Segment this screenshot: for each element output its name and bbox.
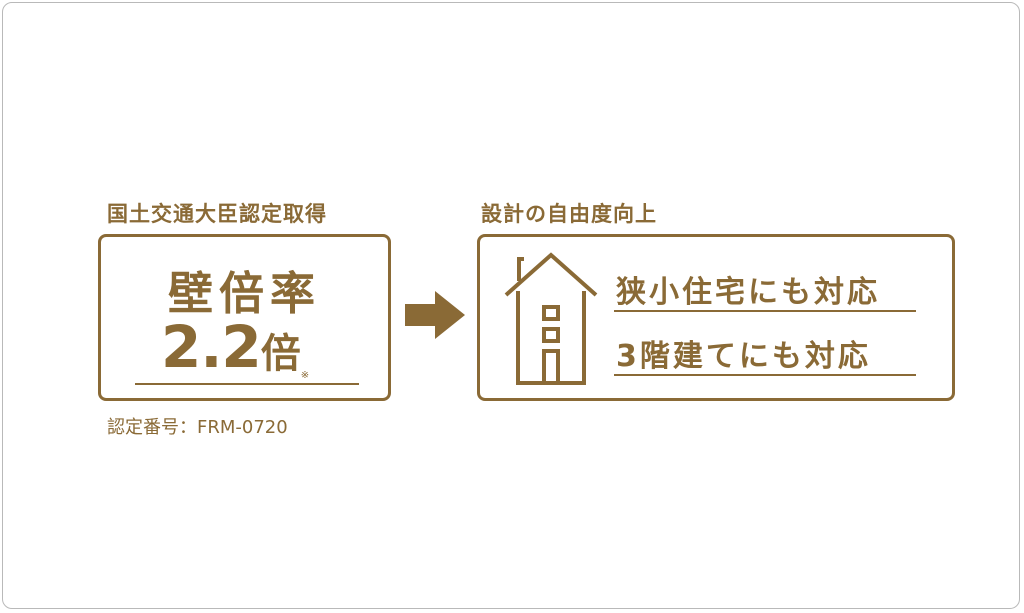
wall-ratio-label: 壁倍率 xyxy=(167,267,321,320)
three-story-house-icon xyxy=(504,252,598,385)
wall-ratio-underline xyxy=(135,383,359,385)
wall-ratio-value-group: 2.2倍※ xyxy=(161,313,309,381)
feature-three-story: 3階建てにも対応 xyxy=(616,339,871,374)
feature-underline-1 xyxy=(614,310,916,312)
certification-number: 認定番号：FRM-0720 xyxy=(107,417,288,438)
feature-narrow-house: 狭小住宅にも対応 xyxy=(616,275,880,310)
right-arrow-icon xyxy=(405,291,465,339)
design-freedom-heading: 設計の自由度向上 xyxy=(481,202,657,226)
feature-underline-2 xyxy=(614,374,916,376)
approval-heading: 国土交通大臣認定取得 xyxy=(107,202,327,226)
design-freedom-box: 狭小住宅にも対応 3階建てにも対応 xyxy=(477,234,955,401)
wall-ratio-note-mark: ※ xyxy=(300,370,310,381)
wall-ratio-unit: 倍 xyxy=(260,331,301,377)
wall-ratio-box: 壁倍率 2.2倍※ xyxy=(98,234,391,401)
wall-ratio-value: 2.2 xyxy=(161,313,262,381)
